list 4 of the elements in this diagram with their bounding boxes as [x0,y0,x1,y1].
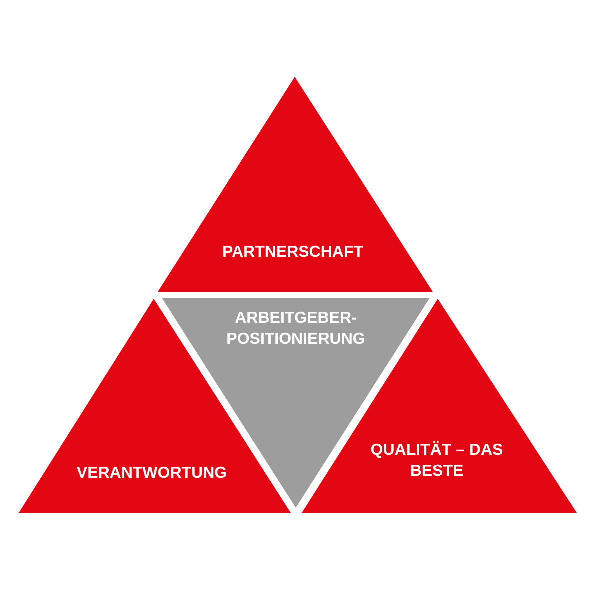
segment-label: PARTNERSCHAFT [221,243,365,263]
segment-label: VERANTWORTUNG [76,464,228,484]
segment-label: ARBEITGEBER- POSITIONIERUNG [226,309,366,350]
segment-label: QUALITÄT – DAS BESTE [370,440,504,482]
